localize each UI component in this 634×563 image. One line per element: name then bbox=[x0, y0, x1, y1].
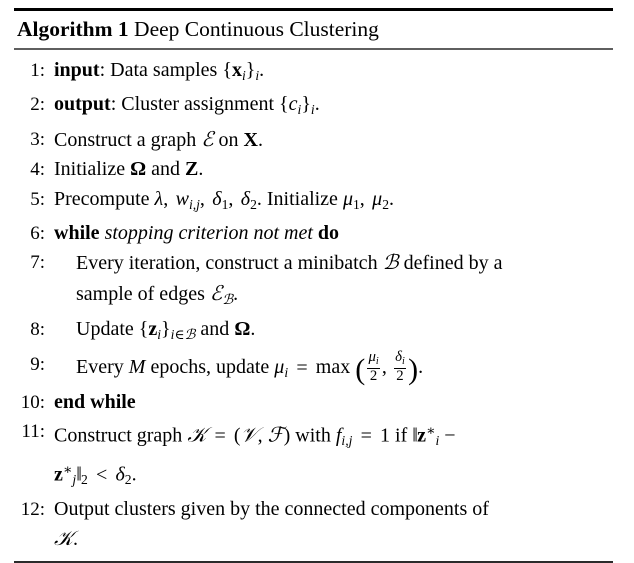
line-number: 9: bbox=[30, 354, 45, 376]
algorithm-line: 10: end while bbox=[14, 388, 613, 418]
algorithm-steps: 1: input: Data samples {xi}i. 2: output:… bbox=[14, 50, 613, 555]
line-number: 1: bbox=[30, 60, 45, 81]
algorithm-title: Algorithm 1 Deep Continuous Clustering bbox=[14, 11, 613, 48]
algorithm-line: 1: input: Data samples {xi}i. bbox=[14, 56, 613, 90]
algorithm-line: 2: output: Cluster assignment {ci}i. bbox=[14, 90, 613, 124]
line-number: 10: bbox=[20, 391, 45, 413]
algorithm-block: Algorithm 1 Deep Continuous Clustering 1… bbox=[14, 8, 613, 563]
line-content: Precompute λ, wi,j, δ1, δ2. Initialize μ… bbox=[54, 187, 395, 212]
line-content: Initialize Ω and Z. bbox=[54, 158, 204, 181]
line-keyword: while bbox=[54, 221, 100, 244]
algorithm-line: 11: Construct graph 𝒦 = (𝒱, ℱ) with fi,j… bbox=[14, 417, 613, 494]
line-number: 12: bbox=[20, 498, 45, 520]
line-number: 6: bbox=[30, 222, 45, 244]
line-content: Output clusters given by the connected c… bbox=[54, 497, 489, 551]
algorithm-line: 3: Construct a graph ℰ on X. bbox=[14, 125, 613, 156]
line-number: 7: bbox=[30, 252, 45, 274]
algorithm-line: 12: Output clusters given by the connect… bbox=[14, 495, 613, 555]
loop-condition: stopping criterion not met bbox=[104, 221, 313, 244]
algorithm-header-rule bbox=[14, 48, 613, 50]
algorithm-line: 4: Initialize Ω and Z. bbox=[14, 155, 613, 185]
line-number: 11: bbox=[21, 421, 45, 443]
line-number: 3: bbox=[30, 128, 45, 150]
line-content: while stopping criterion not met do bbox=[54, 219, 613, 249]
line-number: 8: bbox=[30, 319, 45, 341]
algorithm-line: 8: Update {zi}i∈ℬ and Ω. bbox=[14, 315, 613, 350]
line-number: 5: bbox=[30, 188, 45, 210]
line-keyword: input bbox=[54, 59, 100, 81]
algorithm-line: 6: while stopping criterion not met do bbox=[14, 219, 613, 249]
algorithm-line: 7: Every iteration, construct a minibatc… bbox=[14, 248, 613, 315]
line-keyword: output bbox=[54, 93, 111, 116]
line-content: Construct a graph ℰ on X. bbox=[54, 126, 263, 151]
algorithm-title-keyword: Algorithm 1 bbox=[17, 17, 129, 41]
line-content: end while bbox=[54, 388, 613, 418]
line-keyword-end: do bbox=[317, 221, 340, 244]
line-content: input: Data samples {xi}i. bbox=[54, 59, 265, 83]
line-number: 2: bbox=[30, 94, 45, 116]
line-content: output: Cluster assignment {ci}i. bbox=[54, 93, 320, 118]
algorithm-line: 5: Precompute λ, wi,j, δ1, δ2. Initializ… bbox=[14, 185, 613, 219]
line-keyword: end while bbox=[54, 390, 136, 413]
line-content: Construct graph 𝒦 = (𝒱, ℱ) with fi,j = 1… bbox=[54, 422, 456, 488]
algorithm-top-rule bbox=[14, 8, 613, 11]
algorithm-title-name: Deep Continuous Clustering bbox=[134, 17, 379, 41]
line-content: Update {zi}i∈ℬ and Ω. bbox=[76, 318, 256, 343]
line-number: 4: bbox=[30, 159, 45, 181]
line-content: Every iteration, construct a minibatch ℬ… bbox=[76, 250, 503, 308]
